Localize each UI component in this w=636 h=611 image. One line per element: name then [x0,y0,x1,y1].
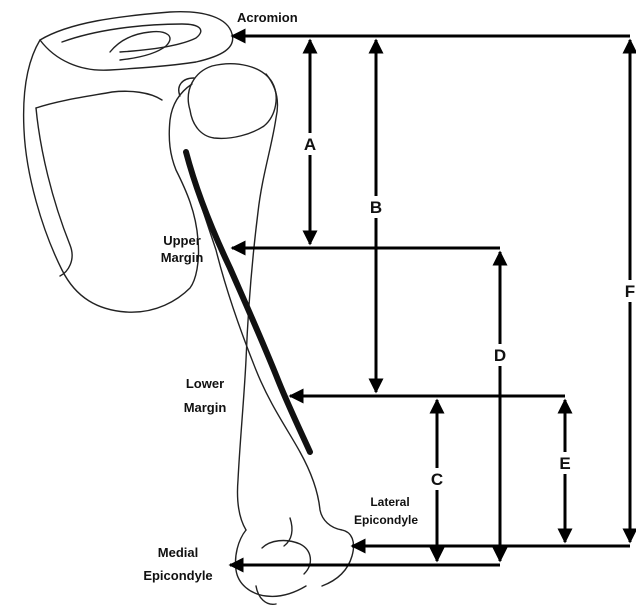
label-b: B [370,198,382,217]
label-medial-epicondyle-line1: Medial [158,545,198,560]
label-e: E [559,454,570,473]
label-upper-margin-line1: Upper [163,233,201,248]
measurement-lines [310,40,630,561]
label-lower-margin-line2: Margin [184,400,227,415]
measurement-labels: A B C D E F [300,133,636,490]
label-f: F [625,282,635,301]
humerus-outline [179,64,354,605]
label-medial-epicondyle-line2: Epicondyle [143,568,212,583]
label-d: D [494,346,506,365]
label-c: C [431,470,443,489]
label-acromion: Acromion [237,10,298,25]
label-lower-margin-line1: Lower [186,376,224,391]
label-upper-margin-line2: Margin [161,250,204,265]
label-lateral-epicondyle-line1: Lateral [370,495,409,509]
label-lateral-epicondyle-line2: Epicondyle [354,513,418,527]
scapula-outline [24,12,233,312]
label-a: A [304,135,316,154]
